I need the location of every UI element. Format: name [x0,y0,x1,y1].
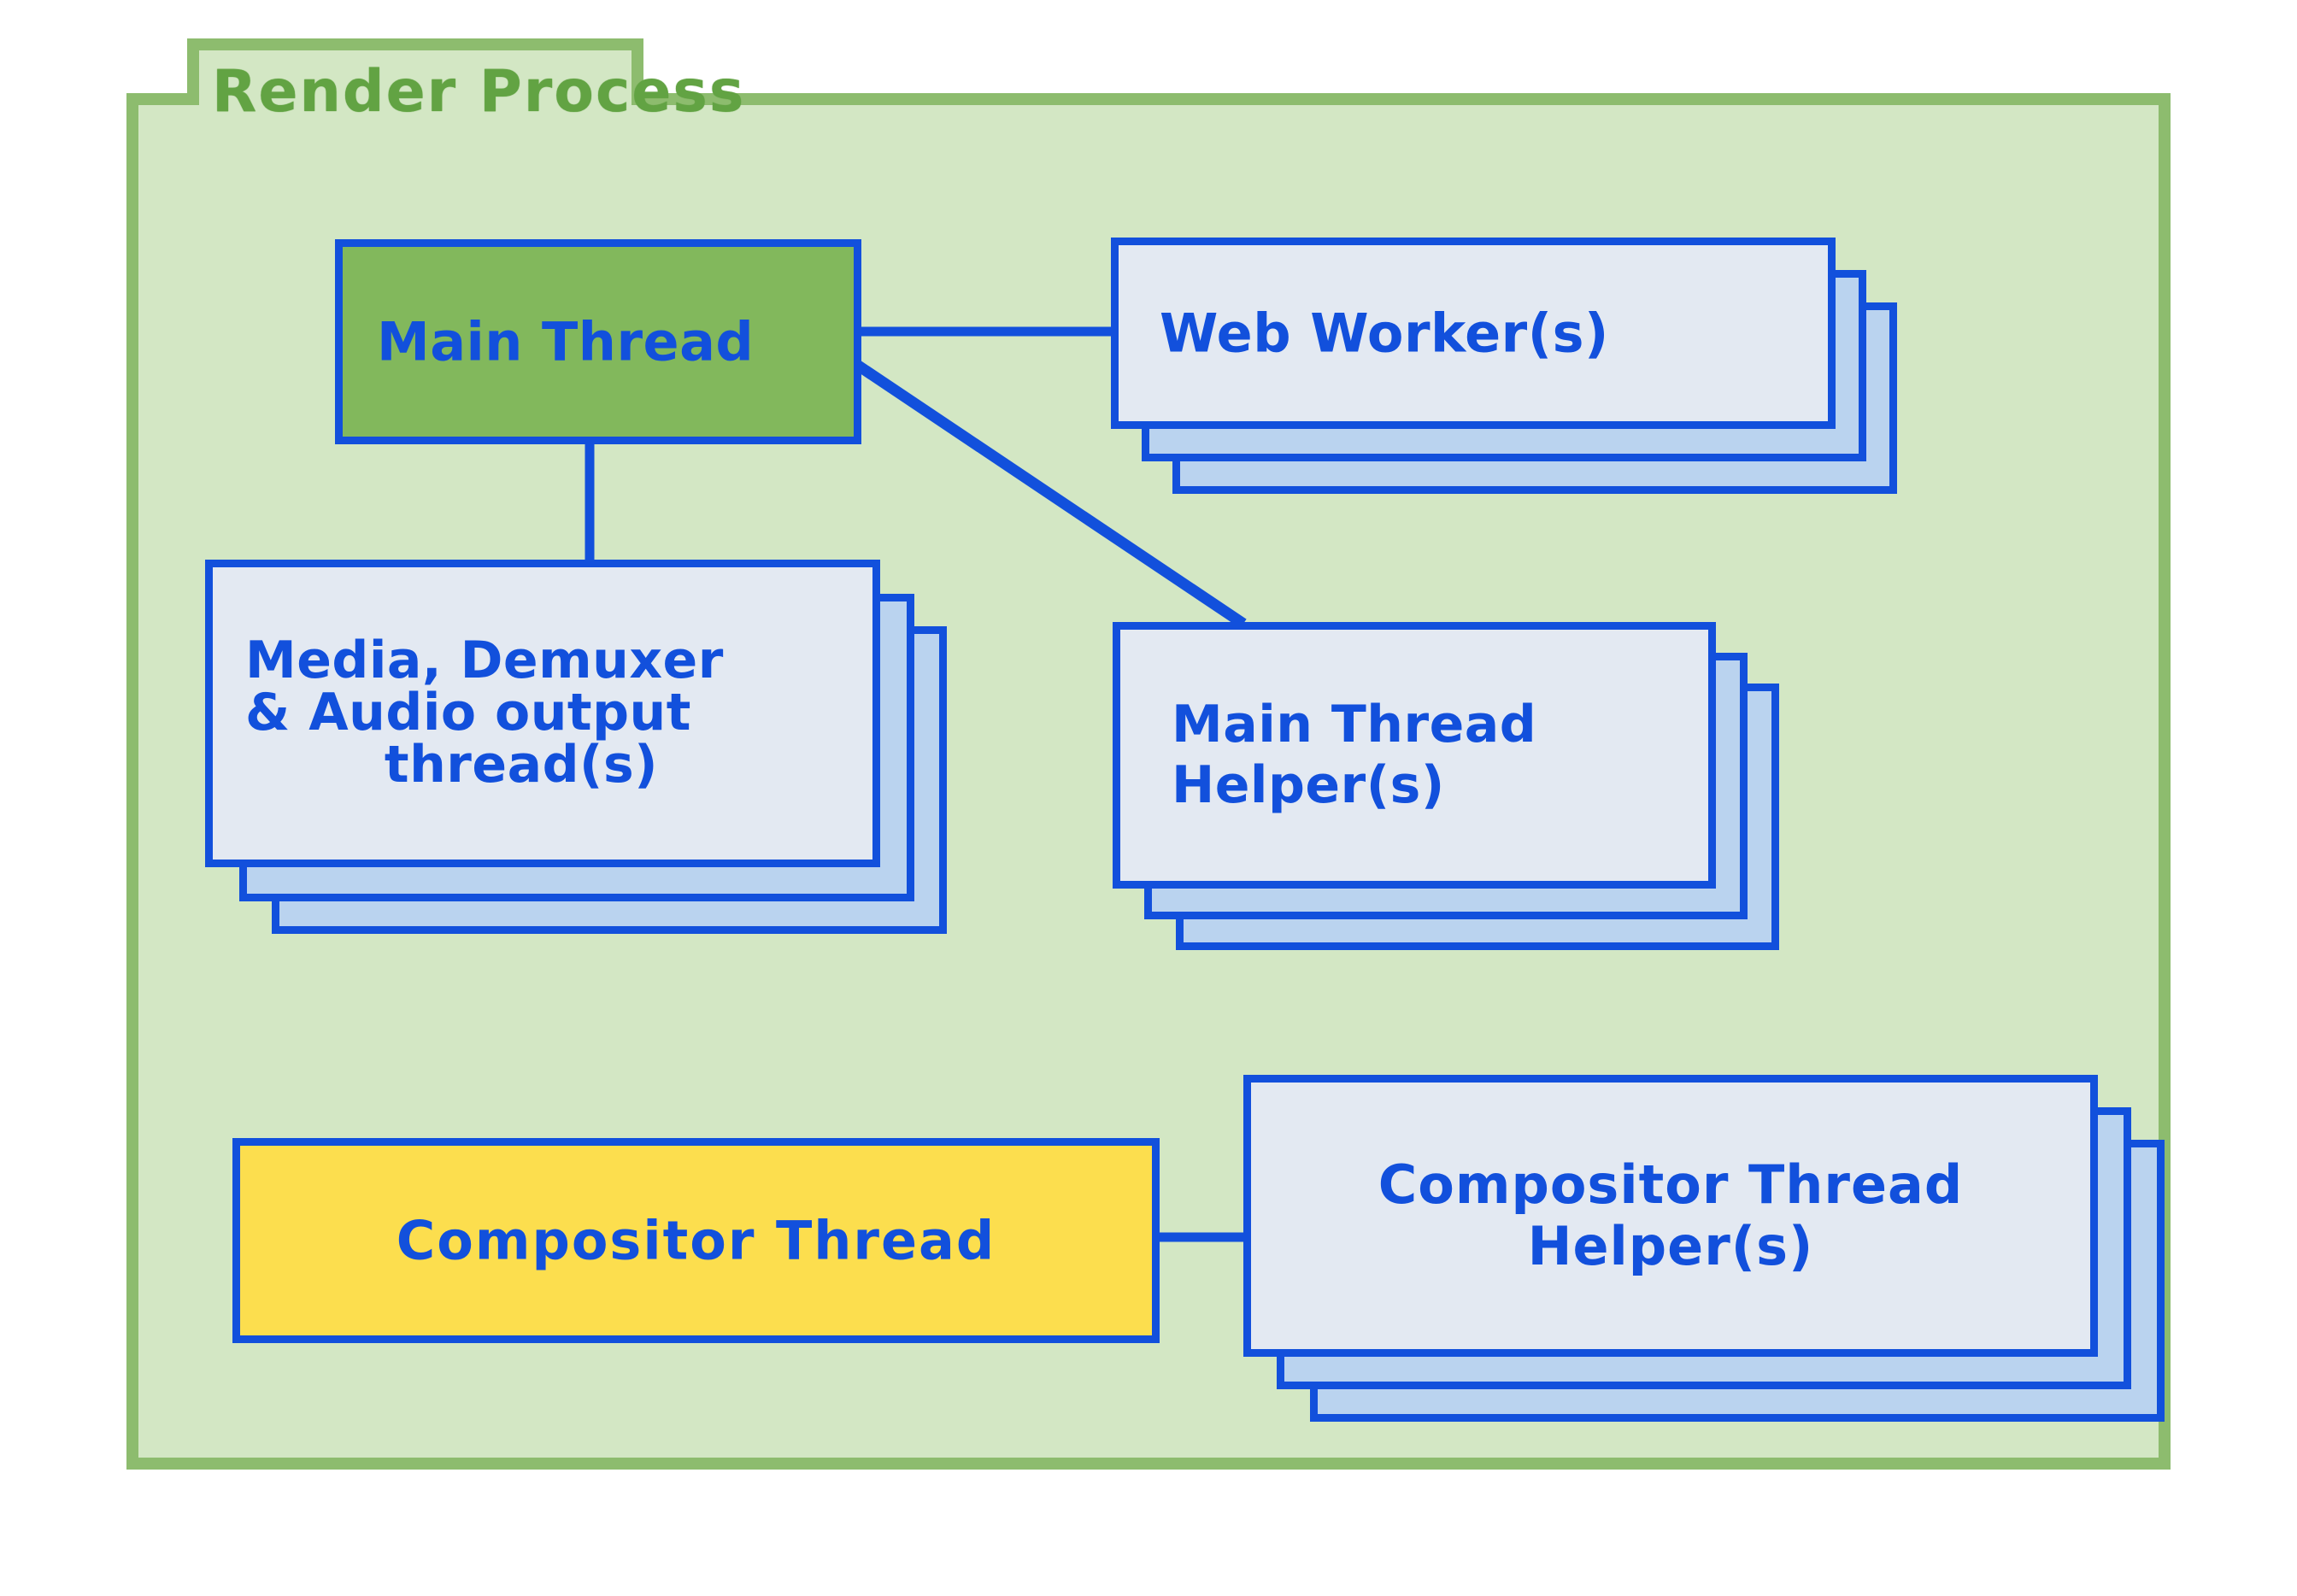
web-worker-box: Web Worker(s) [1111,238,1836,429]
compositor-thread-box: Compositor Thread [232,1138,1160,1343]
node-main-thread[interactable]: Main Thread [335,239,861,444]
node-web-worker[interactable]: Web Worker(s) [1111,238,1897,494]
main-thread-label: Main Thread [377,310,755,373]
main-thread-helper-label-line1: Main Thread [1172,695,1537,755]
node-compositor-thread[interactable]: Compositor Thread [232,1138,1160,1343]
web-worker-label: Web Worker(s) [1160,302,1609,365]
page-title: Render Process [212,58,746,126]
media-label-line2: & Audio output [245,683,691,743]
media-label-line1: Media, Demuxer [245,631,724,691]
compositor-thread-label: Compositor Thread [396,1209,996,1272]
compositor-thread-helper-label-line2: Helper(s) [1527,1215,1814,1277]
main-thread-helper-label-line2: Helper(s) [1172,755,1445,815]
main-thread-box: Main Thread [335,239,861,444]
media-label-line3: thread(s) [384,735,659,795]
compositor-thread-helper-label-line1: Compositor Thread [1378,1153,1964,1217]
